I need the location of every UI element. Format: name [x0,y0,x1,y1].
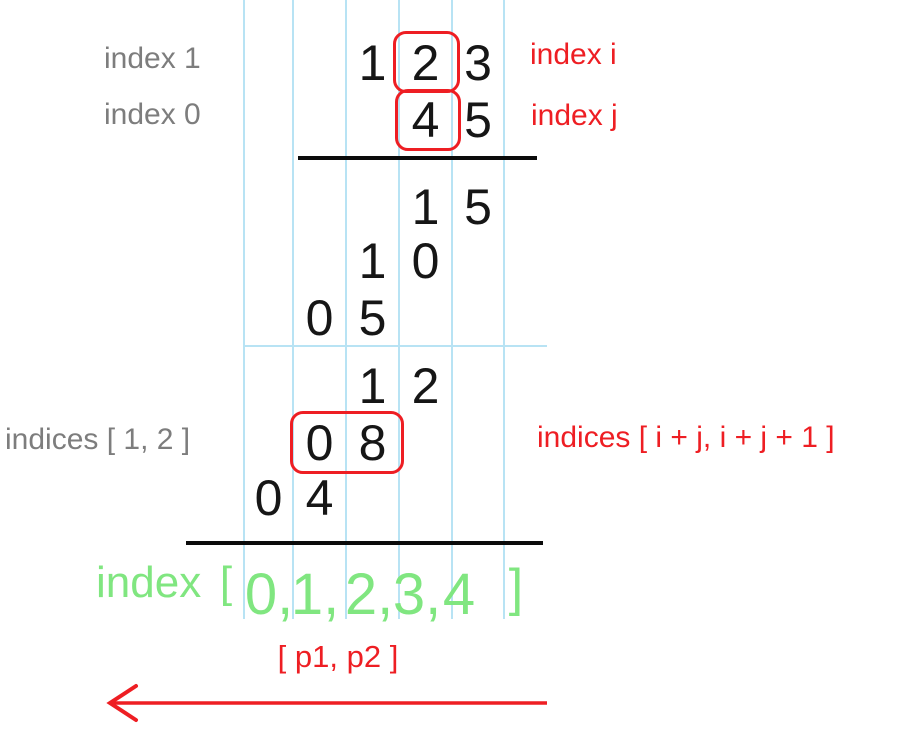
label-indices-i-j: indices [ i + j, i + j + 1 ] [537,421,835,454]
digit-cell: 8 [358,415,387,471]
column-guide-line [243,0,245,619]
digit-cell: 3 [464,35,492,91]
digit-cell: 0 [305,415,334,471]
digit-cell: 1 [358,358,387,414]
digit-cell: 5 [464,179,492,235]
digit-cell: 4 [305,470,334,526]
label-index-0: index 0 [104,98,201,131]
highlight-box-digit-4 [395,89,461,151]
digit-cell: 5 [464,92,492,148]
left-arrow-icon [100,682,555,724]
result-open-bracket: [ [219,558,233,607]
label-index-j: index j [531,99,618,132]
column-guide-line [345,0,347,619]
column-guide-line [292,0,294,619]
digit-cell: 1 [358,35,387,91]
label-index-i: index i [530,38,617,71]
label-indices-1-2: indices [ 1, 2 ] [5,423,191,456]
column-guide-line [398,0,400,619]
label-p1-p2: [ p1, p2 ] [277,639,399,674]
result-index-3: 3, [392,562,442,627]
highlight-box-digits-08 [290,411,404,474]
digit-cell: 0 [254,470,283,526]
digit-cell: 0 [305,290,334,346]
digit-cell: 4 [411,92,440,148]
label-index-1: index 1 [104,42,201,75]
digit-cell: 0 [411,233,440,289]
column-guide-line [451,0,453,619]
result-index-word: index [96,558,202,607]
highlight-box-digit-2 [393,31,460,93]
result-index-2: 2, [344,562,394,627]
result-close-bracket: ] [508,559,524,617]
result-index-4: 4 [442,562,476,627]
row-guide-line [244,345,547,347]
digit-cell: 1 [411,179,440,235]
digit-cell: 2 [411,358,440,414]
result-index-0: 0, [244,562,294,627]
column-guide-line [503,0,505,619]
result-index-1: 1, [290,562,340,627]
digit-cell: 2 [411,35,440,91]
multiply-rule-line [298,156,537,160]
sum-rule-line [186,541,543,545]
digit-cell: 5 [358,290,387,346]
digit-cell: 1 [358,233,387,289]
